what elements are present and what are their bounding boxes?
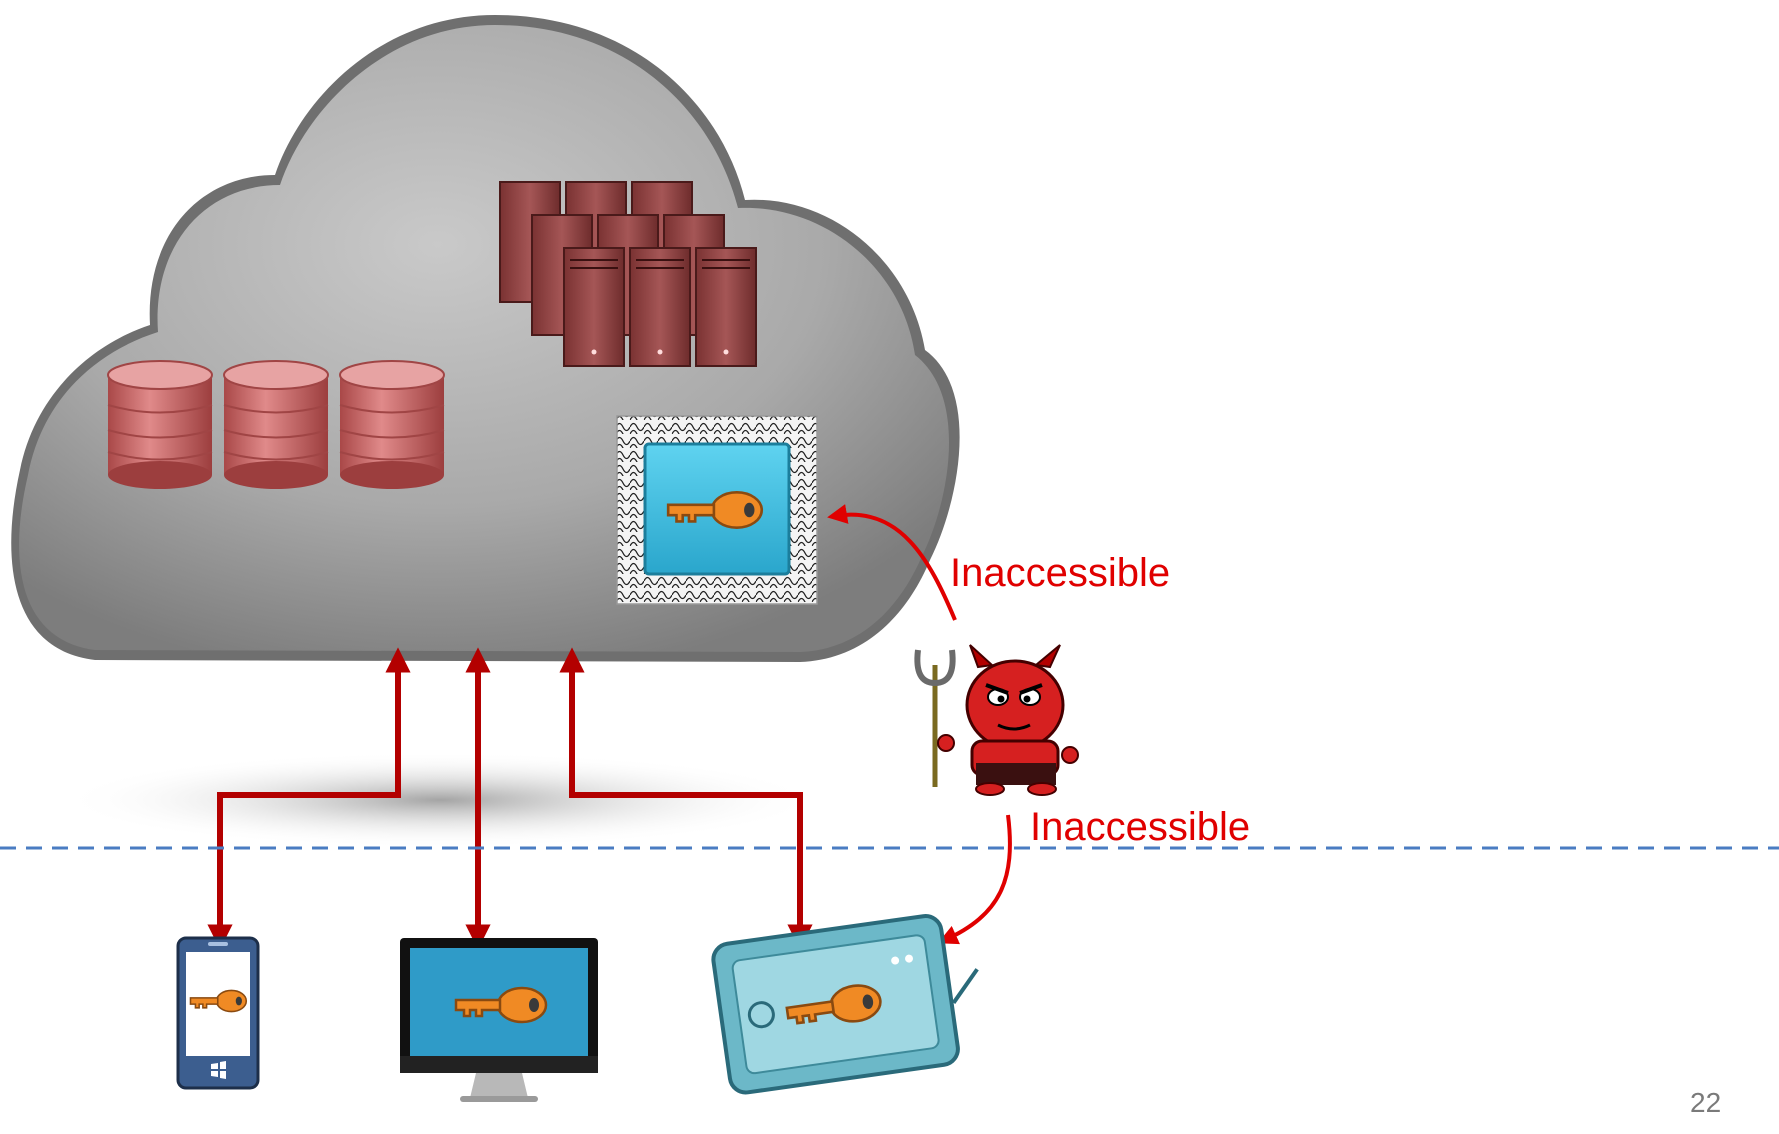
network-arrows [207,647,813,950]
tablet-icon [711,914,979,1095]
server-rack-icon [499,181,757,367]
enclave-inaccessible-label: Inaccessible [950,551,1170,595]
attack-arrow-enclave [827,504,957,621]
attack-arrow-device [937,814,1012,945]
page-number: 22 [1690,1087,1721,1118]
monitor-icon [400,938,598,1102]
smartphone-icon [176,936,260,1090]
device-inaccessible-label: Inaccessible [1030,805,1250,849]
tablet-link-arrow [559,647,813,950]
phone-link-arrow [207,647,411,950]
database-icon [107,360,445,489]
secure-enclave-icon [616,415,818,605]
devil-attacker-icon [914,644,1079,796]
cloud-shadow [60,752,820,848]
